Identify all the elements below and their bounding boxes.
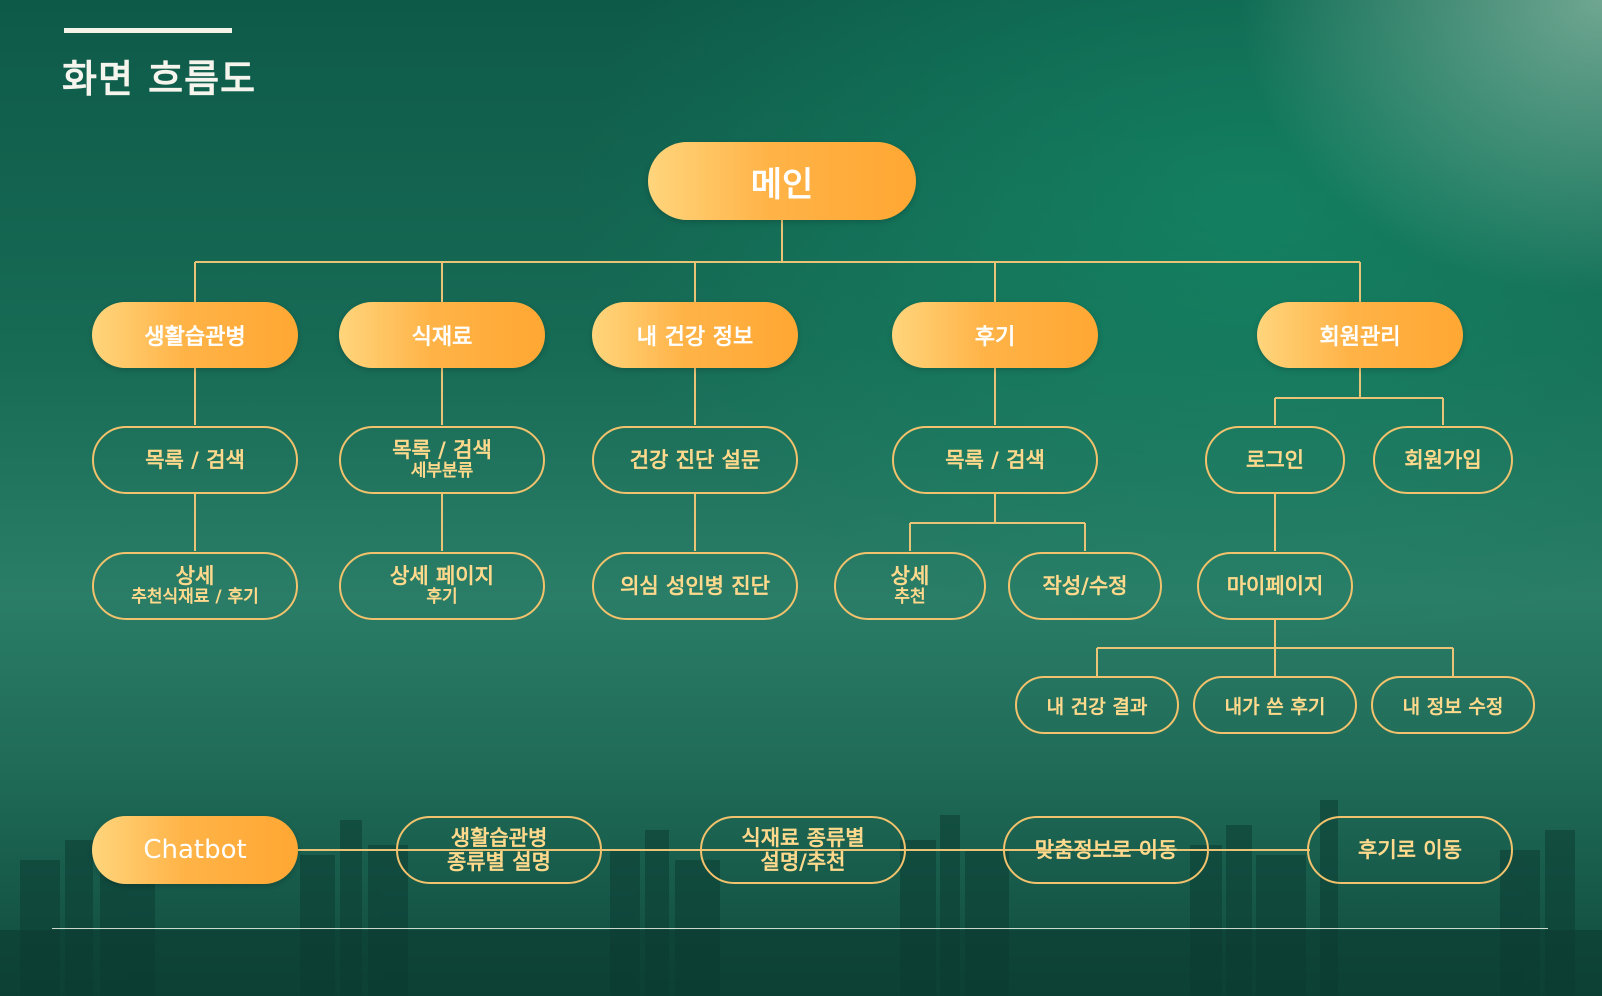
node-label: 맞춤정보로 이동 [1034, 837, 1178, 862]
node-label: 생활습관병 [450, 825, 548, 850]
node-label: 회원가입 [1404, 447, 1482, 472]
main-node: 메인 [648, 142, 916, 220]
member-signup-node: 회원가입 [1373, 426, 1513, 494]
category-my-health: 내 건강 정보 [592, 302, 798, 368]
node-label: Chatbot [143, 835, 247, 865]
node-label: 내가 쓴 후기 [1224, 695, 1326, 718]
node-label: 상세 [890, 564, 930, 589]
member-my-reviews-node: 내가 쓴 후기 [1193, 676, 1357, 734]
node-label: 로그인 [1246, 447, 1304, 472]
category-label: 후기 [974, 325, 1016, 350]
health-survey-node: 건강 진단 설문 [592, 426, 798, 494]
node-sublabel: 세부분류 [410, 461, 474, 482]
chatbot-custom-info-node: 맞춤정보로 이동 [1003, 816, 1209, 884]
category-label: 내 건강 정보 [636, 325, 754, 350]
reviews-write-edit-node: 작성/수정 [1008, 552, 1162, 620]
ingredients-list-search-node: 목록 / 검색 세부분류 [339, 426, 545, 494]
bottom-divider [52, 928, 1548, 929]
node-label: 상세 [175, 564, 215, 589]
node-sublabel: 후기 [426, 587, 458, 608]
main-node-label: 메인 [750, 164, 814, 205]
node-label: 식재료 종류별 [741, 825, 865, 850]
category-label: 식재료 [411, 325, 473, 350]
category-lifestyle-disease: 생활습관병 [92, 302, 298, 368]
node-sublabel: 설명/추천 [760, 850, 846, 874]
member-mypage-node: 마이페이지 [1197, 552, 1353, 620]
node-sublabel: 추천식재료 / 후기 [131, 587, 259, 608]
ingredients-detail-node: 상세 페이지 후기 [339, 552, 545, 620]
node-sublabel: 종류별 설명 [447, 850, 551, 874]
category-label: 생활습관병 [144, 325, 246, 350]
node-sublabel: 추천 [894, 587, 926, 608]
page-title: 화면 흐름도 [62, 57, 257, 101]
category-reviews: 후기 [892, 302, 1098, 368]
node-label: 내 건강 결과 [1046, 695, 1148, 718]
reviews-list-search-node: 목록 / 검색 [892, 426, 1098, 494]
member-my-health-result-node: 내 건강 결과 [1015, 676, 1179, 734]
chatbot-ingredients-recommend-node: 식재료 종류별 설명/추천 [700, 816, 906, 884]
lifestyle-detail-node: 상세 추천식재료 / 후기 [92, 552, 298, 620]
lifestyle-list-search-node: 목록 / 검색 [92, 426, 298, 494]
chatbot-node: Chatbot [92, 816, 298, 884]
chatbot-go-reviews-node: 후기로 이동 [1307, 816, 1513, 884]
node-label: 목록 / 검색 [145, 447, 245, 472]
node-label: 건강 진단 설문 [629, 447, 761, 472]
category-member: 회원관리 [1257, 302, 1463, 368]
node-label: 작성/수정 [1042, 573, 1128, 598]
member-login-node: 로그인 [1205, 426, 1345, 494]
title-accent-bar [64, 28, 232, 33]
node-label: 목록 / 검색 [945, 447, 1045, 472]
member-edit-info-node: 내 정보 수정 [1371, 676, 1535, 734]
reviews-detail-node: 상세 추천 [834, 552, 986, 620]
node-label: 의심 성인병 진단 [620, 573, 770, 598]
node-label: 후기로 이동 [1358, 837, 1462, 862]
node-label: 마이페이지 [1226, 573, 1324, 598]
category-label: 회원관리 [1319, 325, 1401, 350]
category-ingredients: 식재료 [339, 302, 545, 368]
chatbot-lifestyle-explain-node: 생활습관병 종류별 설명 [396, 816, 602, 884]
node-label: 내 정보 수정 [1402, 695, 1504, 718]
node-label: 상세 페이지 [390, 564, 494, 589]
node-label: 목록 / 검색 [392, 438, 492, 463]
health-diagnosis-node: 의심 성인병 진단 [592, 552, 798, 620]
